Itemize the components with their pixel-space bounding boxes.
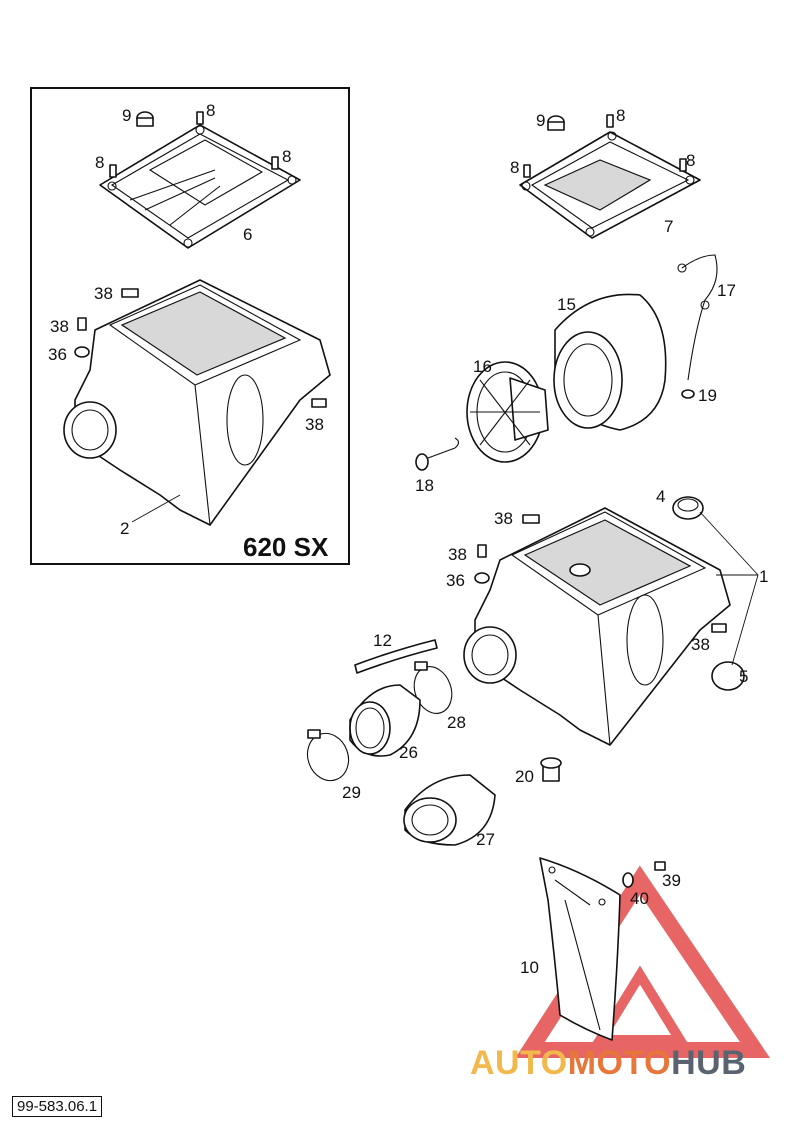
airbox-main [463,507,731,746]
callout-18: 18 [415,476,434,495]
callout-inset-38a: 38 [94,284,113,303]
callout-7: 7 [664,217,673,236]
retaining-wire [677,254,718,381]
callout-15: 15 [557,295,576,314]
callout-inset-8b: 8 [95,153,104,172]
inset-washer-36 [74,346,90,358]
watermark-part2: MOTO [567,1044,672,1082]
callout-40: 40 [630,889,649,908]
washer-36 [474,572,490,584]
mud-flap [539,857,621,1041]
hose-12 [354,639,438,674]
inset-airbox [63,279,331,526]
inset-screw-8a [196,111,204,125]
washer-19 [681,389,695,399]
cover-plate [519,131,701,239]
watermark-part3: HUB [671,1044,747,1082]
callout-inset-9: 9 [122,106,131,125]
callout-29: 29 [342,783,361,802]
air-filter-element [553,293,667,431]
screw-8b [523,164,531,178]
callout-8c: 8 [686,151,695,170]
callout-38b: 38 [448,545,467,564]
callout-8a: 8 [616,106,625,125]
plug-5 [711,661,745,691]
callout-19: 19 [698,386,717,405]
callout-inset-38b: 38 [50,317,69,336]
callout-28: 28 [447,713,466,732]
screw-8a [606,114,614,128]
intake-boot [349,684,421,757]
callout-inset-8a: 8 [206,101,215,120]
inset-model-label: 620 SX [243,532,329,562]
callout-9: 9 [536,111,545,130]
callout-26: 26 [399,743,418,762]
watermark-part1: AUTO [470,1044,568,1082]
bolt-38b [477,544,487,558]
inset-bolt-38c [311,398,327,408]
callout-27: 27 [476,830,495,849]
callout-17: 17 [717,281,736,300]
screw-8c [679,158,687,172]
callout-38a: 38 [494,509,513,528]
callout-inset-8c: 8 [282,147,291,166]
clamp-29 [306,729,350,782]
callout-39: 39 [662,871,681,890]
callout-12: 12 [373,631,392,650]
callout-38c: 38 [691,635,710,654]
screw-39 [654,861,666,871]
document-id: 99-583.06.1 [12,1096,103,1117]
callout-20: 20 [515,767,534,786]
inset-cover-plate [99,124,301,249]
callout-16: 16 [473,357,492,376]
cap-9 [547,115,565,131]
callout-1: 1 [759,567,768,586]
callout-inset-6: 6 [243,225,252,244]
inset-screw-8b [109,164,117,178]
callout-inset-38c: 38 [305,415,324,434]
inset-bolt-38a [121,288,139,298]
callout-5: 5 [739,667,748,686]
callout-8b: 8 [510,158,519,177]
inset-frame-620sx [30,87,350,565]
washer-40 [622,872,634,888]
callout-10: 10 [520,958,539,977]
inset-cap [136,111,154,127]
callout-36: 36 [446,571,465,590]
callout-4: 4 [656,487,665,506]
callout-inset-36: 36 [48,345,67,364]
grommet-4 [672,496,704,520]
bolt-38c [711,623,727,633]
inset-bolt-38b [77,317,87,331]
inset-screw-8c [271,156,279,170]
bolt-38a [522,514,540,524]
callout-inset-2: 2 [120,519,129,538]
watermark-wordmark: AUTOMOTOHUB [470,1044,746,1083]
intake-rubber [403,774,496,846]
drain-plug [540,757,562,782]
filter-cage [466,361,549,463]
clip-pin [415,437,460,471]
